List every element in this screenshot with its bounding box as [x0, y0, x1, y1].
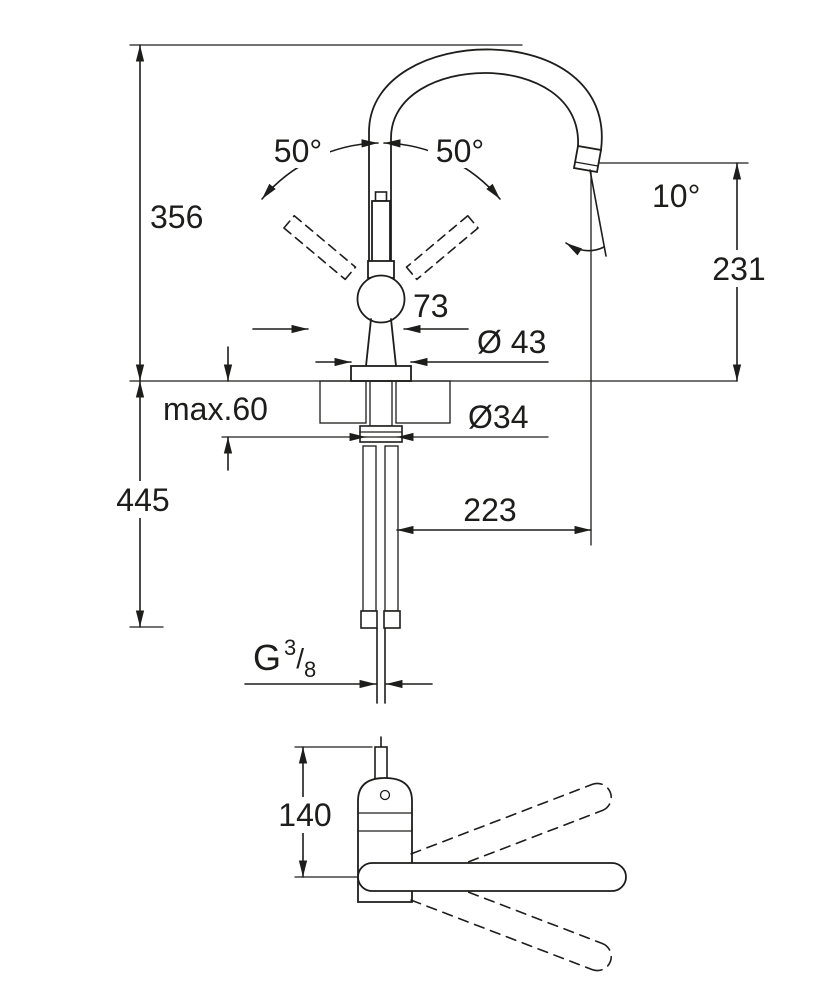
outlet-tilt-line — [589, 169, 607, 257]
lever-swing-left — [283, 214, 357, 281]
thread-letter: G — [253, 637, 281, 678]
dim-356: 356 — [129, 44, 523, 382]
dim-231: 231 — [599, 162, 771, 382]
mounting-nut — [359, 425, 403, 443]
counter-hatch-left — [319, 380, 367, 424]
faucet-outline — [350, 48, 603, 382]
side-spout-dashed-lower — [410, 873, 613, 972]
dim-73: 73 — [252, 288, 469, 334]
dim-label-73: 73 — [413, 288, 449, 324]
label-mask — [428, 130, 492, 168]
mounting-shank — [369, 380, 393, 427]
side-body-screw — [379, 789, 391, 801]
dim-label-223: 223 — [463, 492, 516, 528]
label-mask — [274, 797, 336, 833]
supply-hose-left — [362, 445, 377, 612]
label-mask — [113, 481, 173, 518]
base-flange — [350, 365, 412, 382]
lever-handle — [371, 200, 391, 263]
side-view: 140 — [274, 736, 627, 972]
spout-outlet — [572, 144, 603, 174]
dim-label-445: 445 — [116, 482, 169, 518]
spout-inner-curve — [390, 72, 579, 263]
lever-swing-right — [405, 214, 479, 281]
dim-223: 223 — [396, 492, 592, 535]
ball-joint — [356, 274, 406, 324]
dim-445: 445 — [113, 380, 173, 628]
thread-slash: / — [296, 643, 304, 674]
thread-numerator: 3 — [284, 635, 296, 660]
spout-outer-curve — [368, 48, 603, 263]
front-view: 356 445 50° 50° 10° 231 — [113, 44, 771, 704]
counter-section — [129, 380, 738, 424]
under-counter — [359, 380, 403, 704]
aerator-line — [574, 161, 599, 167]
thread-denominator: 8 — [304, 657, 316, 682]
dim-label-10deg: 10° — [652, 178, 700, 214]
dim-label-356: 356 — [150, 199, 203, 235]
body-taper — [365, 318, 397, 367]
dim-max60: max.60 — [163, 346, 268, 471]
hose-fitting-right — [383, 610, 401, 629]
lever-cap — [374, 191, 388, 202]
dim-10deg: 10° — [565, 169, 700, 546]
dim-label-o43: Ø 43 — [477, 324, 546, 360]
dim-140: 140 — [274, 746, 373, 878]
dim-o43: Ø 43 — [315, 324, 549, 367]
dim-label-50-left: 50° — [274, 133, 322, 169]
side-body-rings — [357, 812, 413, 832]
dim-label-o34: Ø34 — [468, 399, 528, 435]
counter-hatch-right — [395, 380, 451, 424]
supply-pipe — [376, 627, 386, 704]
side-spout-solid — [357, 862, 627, 892]
dim-label-max60: max.60 — [163, 391, 268, 427]
nut-detail-lines — [359, 431, 403, 438]
supply-hose-right — [384, 445, 399, 612]
side-pin — [374, 746, 388, 781]
dim-o34: Ø34 — [221, 399, 549, 442]
dim-label-231: 231 — [712, 251, 765, 287]
side-spout-dashed-upper — [410, 782, 613, 881]
dim-label-50-right: 50° — [436, 133, 484, 169]
label-mask — [266, 130, 330, 168]
dim-label-140: 140 — [278, 797, 331, 833]
hose-fitting-left — [360, 610, 378, 629]
outlet-angle-arrow — [565, 242, 605, 256]
label-mask — [707, 250, 771, 287]
